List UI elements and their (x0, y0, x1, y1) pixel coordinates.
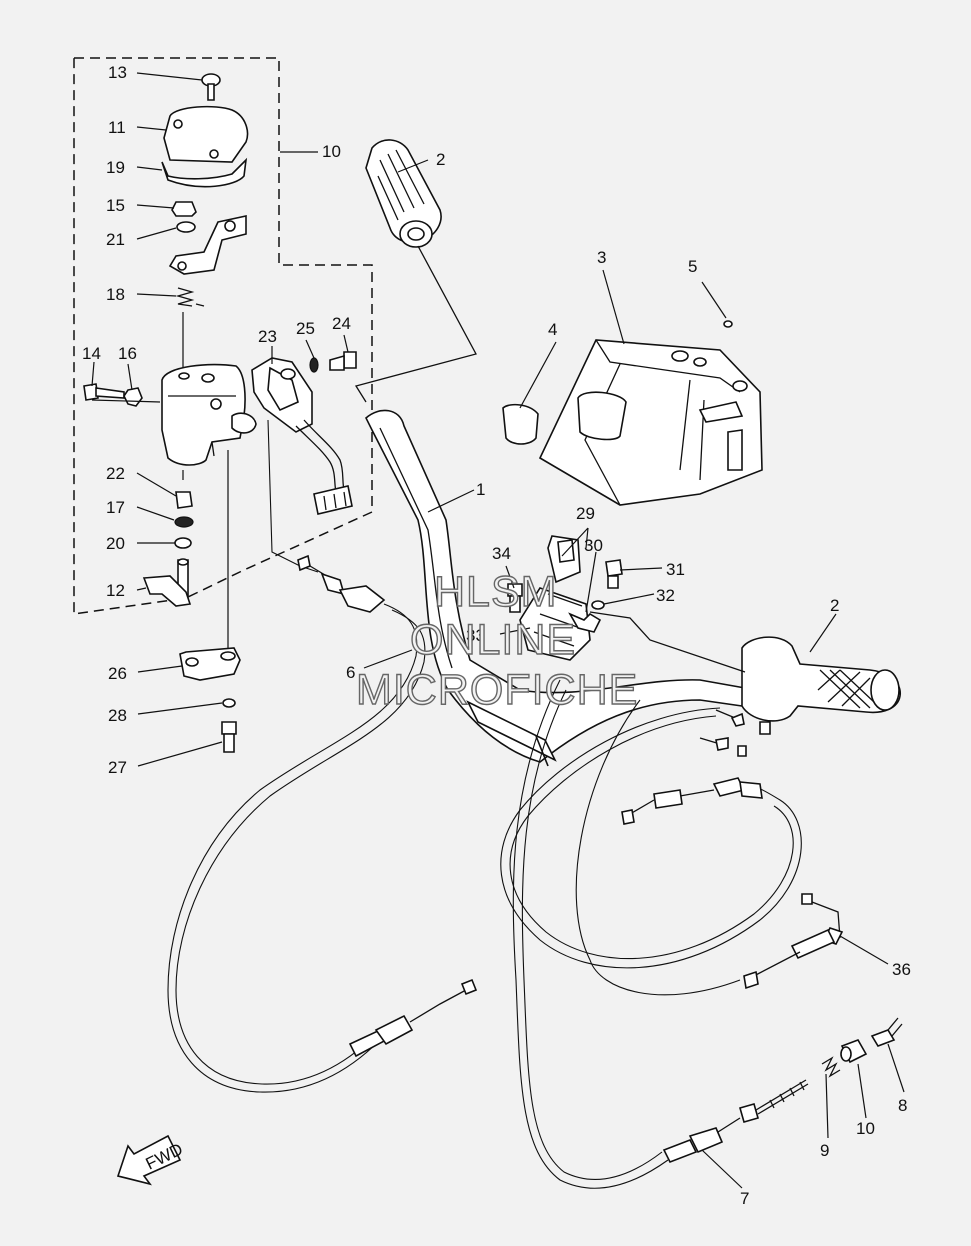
callout-27: 26 (108, 664, 127, 683)
spring-9 (821, 1056, 841, 1078)
callout-2-right: 2 (830, 596, 839, 615)
adjuster-10 (840, 1039, 868, 1064)
callout-21: 20 (106, 534, 125, 553)
clamp-27 (179, 647, 241, 681)
screw-35 (507, 583, 523, 613)
callout-14: 13 (108, 63, 127, 82)
cable-6-body (167, 603, 418, 1093)
callout-labels: 13 11 19 15 21 18 14 16 22 17 20 12 10 2… (82, 63, 911, 1208)
cable-loop-a2 (509, 715, 794, 960)
callout-5: 5 (688, 257, 697, 276)
callout-8: 8 (898, 1096, 907, 1115)
switch-cover-12 (163, 105, 249, 163)
cable-36-end (743, 893, 844, 990)
callout-31: 30 (584, 536, 603, 555)
washer-26 (309, 357, 319, 373)
cable-6-body-2 (175, 609, 426, 1085)
callout-7: 7 (740, 1189, 749, 1208)
callout-2-top: 2 (436, 150, 445, 169)
callout-28: 27 (108, 758, 127, 777)
callout-16: 15 (106, 196, 125, 215)
callout-26: 25 (296, 319, 315, 338)
switch-wire (589, 611, 746, 673)
watermark-line-3: MICROFICHE (356, 666, 638, 714)
callout-6: 6 (346, 663, 355, 682)
cable-adjuster-upper (621, 777, 763, 825)
callout-25: 24 (332, 314, 351, 333)
watermark-line-1: HLSM (434, 568, 557, 616)
emblem (502, 403, 539, 445)
lever-22 (168, 215, 247, 275)
nut-17 (123, 387, 143, 407)
connector-24 (251, 357, 353, 515)
watermark-line-2: ONLINE (410, 616, 576, 664)
switch-assembly-30 (519, 535, 602, 661)
handlebar (365, 409, 746, 767)
collar-23 (175, 491, 193, 509)
callout-10: 10 (856, 1119, 875, 1138)
callout-13: 12 (106, 581, 125, 600)
callout-12: 11 (108, 118, 126, 137)
callout-4: 4 (548, 320, 557, 339)
washer-18 (174, 516, 194, 528)
callout-29: 28 (108, 706, 127, 725)
cable-7-b (521, 689, 663, 1180)
callout-34: 33 (466, 626, 485, 645)
callout-24: 23 (258, 327, 277, 346)
left-grip (365, 139, 442, 248)
callout-36: 36 (892, 960, 911, 979)
cable-end-upper (699, 709, 771, 757)
washer-21 (174, 537, 192, 549)
cable-6-adjuster (348, 978, 478, 1058)
callout-32: 31 (666, 560, 685, 579)
grip-connector-line (354, 245, 477, 403)
cable-36 (575, 699, 741, 996)
switch-housing (161, 363, 257, 466)
end-8 (870, 1017, 903, 1047)
throttle-cable-6 (267, 419, 319, 573)
washer-29 (222, 698, 236, 708)
callout-23: 22 (106, 464, 125, 483)
leader-lines (91, 72, 905, 1189)
callout-30: 29 (576, 504, 595, 523)
spring-19 (175, 287, 205, 307)
watermark: HLSM ONLINE MICROFICHE (355, 567, 638, 714)
callout-17: 16 (118, 344, 137, 363)
callout-20: 19 (106, 158, 125, 177)
screw-14 (201, 73, 221, 101)
cable-7 (512, 679, 669, 1189)
nut-16 (171, 201, 197, 217)
washer-33 (591, 600, 605, 610)
callout-33: 32 (656, 586, 675, 605)
cover-plug (723, 320, 733, 328)
callout-18: 17 (106, 498, 125, 517)
callout-15: 14 (82, 344, 101, 363)
callout-35: 34 (492, 544, 511, 563)
callout-9: 9 (820, 1141, 829, 1160)
callout-3: 3 (597, 248, 606, 267)
callout-11: 10 (322, 142, 341, 161)
screw-25 (329, 351, 357, 371)
assembly-outline (73, 57, 373, 615)
gasket-20 (161, 157, 248, 188)
screw-28 (221, 721, 237, 753)
fwd-arrow: FWD (116, 1134, 186, 1186)
lever-13 (142, 558, 192, 607)
handlebar-cover (538, 339, 763, 506)
callout-19: 18 (106, 285, 125, 304)
screw-32 (605, 559, 623, 589)
cable-6-end (297, 554, 386, 613)
callout-1: 1 (476, 480, 485, 499)
cable-7-adjuster (662, 1079, 809, 1164)
cable-loop-a (500, 707, 802, 969)
bolt-15 (83, 383, 125, 401)
right-grip (741, 636, 901, 722)
callout-22: 21 (106, 230, 125, 249)
